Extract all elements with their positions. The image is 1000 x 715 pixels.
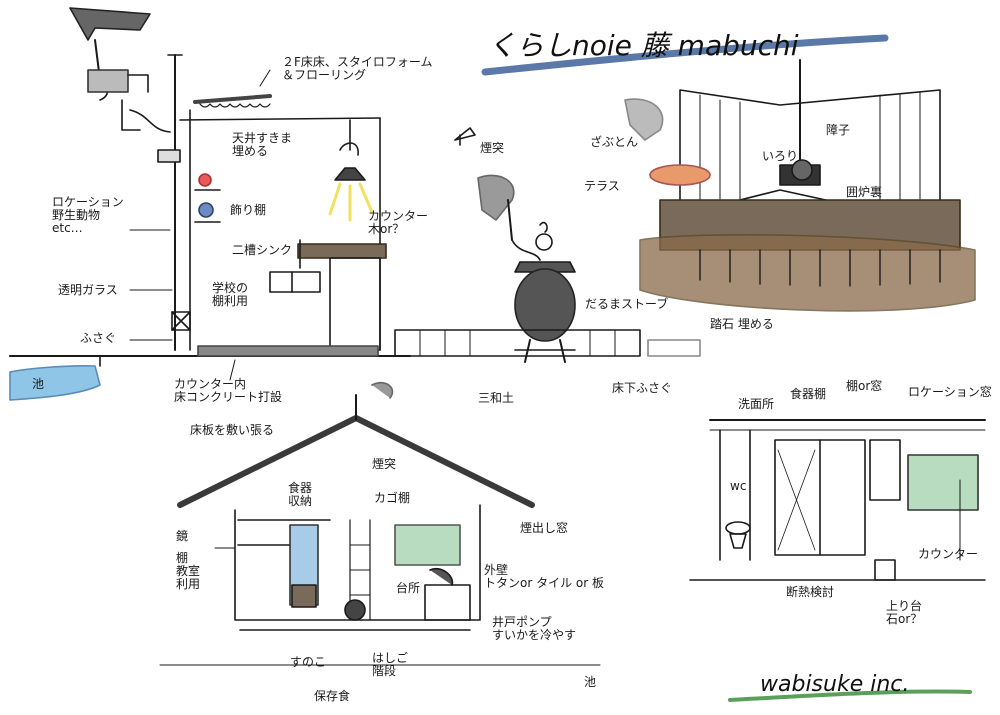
label-decor-shelf: 飾り棚: [230, 203, 267, 217]
label-sanwa: 三和土: [478, 391, 515, 405]
label-engawa: 囲炉裏: [846, 185, 883, 199]
label-step-stone: 上り台 石or？: [886, 599, 923, 627]
label-chimney-top: 煙突: [480, 141, 505, 155]
label-ceiling: 天井すきま 埋める: [232, 131, 293, 159]
label-irori: いろり: [762, 149, 799, 163]
title-underline: [481, 34, 889, 76]
label-stepping-stone: 踏石 埋める: [710, 317, 774, 331]
label-chimney-mid: 煙突: [372, 457, 397, 471]
label-washbasin: 洗面所: [738, 397, 775, 411]
label-basket-shelf: カゴ棚: [374, 491, 411, 505]
label-clear-glass: 透明ガラス: [58, 283, 118, 297]
label-seal: ふさぐ: [80, 331, 117, 345]
label-cupboard: 食器棚: [790, 387, 827, 401]
label-floor-plank: 床板を敷い張る: [190, 423, 275, 437]
label-terrace: テラス: [584, 179, 620, 193]
label-sunoko: すのこ: [290, 655, 327, 669]
label-smoke-window: 煙出し窓: [520, 521, 569, 535]
label-wall-finish: 外壁 トタンor タイル or 板: [484, 563, 604, 591]
label-counter-right: カウンター: [918, 547, 979, 561]
perspective-section: [624, 59, 976, 312]
label-shelf-wall: 棚or窓: [846, 379, 883, 393]
label-zabuton: ざぶとん: [590, 135, 639, 149]
label-tableware: 食器 収納: [288, 481, 313, 509]
label-pond-left: 池: [32, 377, 45, 391]
label-location-window: ロケーション窓: [908, 385, 992, 399]
label-storage: 保存食: [314, 689, 351, 703]
label-pond-bottom: 池: [584, 675, 597, 689]
label-floor2: ２F床床、スタイロフォーム ＆フローリング: [282, 55, 433, 83]
label-well-pump: 井戸ポンプ すいかを冷やす: [492, 615, 577, 643]
label-stove: だるまストーブ: [585, 297, 669, 311]
label-insulation: 断熱検討: [786, 585, 835, 599]
label-mirror: 鏡: [176, 529, 189, 543]
label-counter-top: カウンター 木or？: [368, 209, 429, 237]
brand-underline: [728, 689, 972, 702]
house-section-bottom: [159, 381, 601, 666]
label-counter-concrete: カウンター内 床コンクリート打設: [174, 377, 283, 405]
label-underfloor: 床下ふさぐ: [612, 381, 673, 395]
drawing-title: くらしnoie 藤 mabuchi: [488, 29, 799, 62]
stove-section: [394, 127, 701, 363]
label-kitchen: 台所: [396, 581, 421, 595]
elevation-section-right: [689, 419, 986, 581]
label-double-sink: 二槽シンク: [232, 243, 293, 257]
label-shoji: 障子: [826, 123, 851, 137]
label-location-left: ロケーション 野生動物 etc…: [52, 195, 124, 236]
label-school-shelf: 学校の 棚利用: [212, 281, 249, 309]
label-shelf-bag: 棚 教室 利用: [176, 551, 201, 592]
label-ladder: はしご 階段: [372, 651, 409, 679]
brand-signature: wabisuke inc.: [760, 672, 910, 697]
label-wc: wc: [730, 479, 747, 493]
top-left-section: [9, 7, 411, 401]
